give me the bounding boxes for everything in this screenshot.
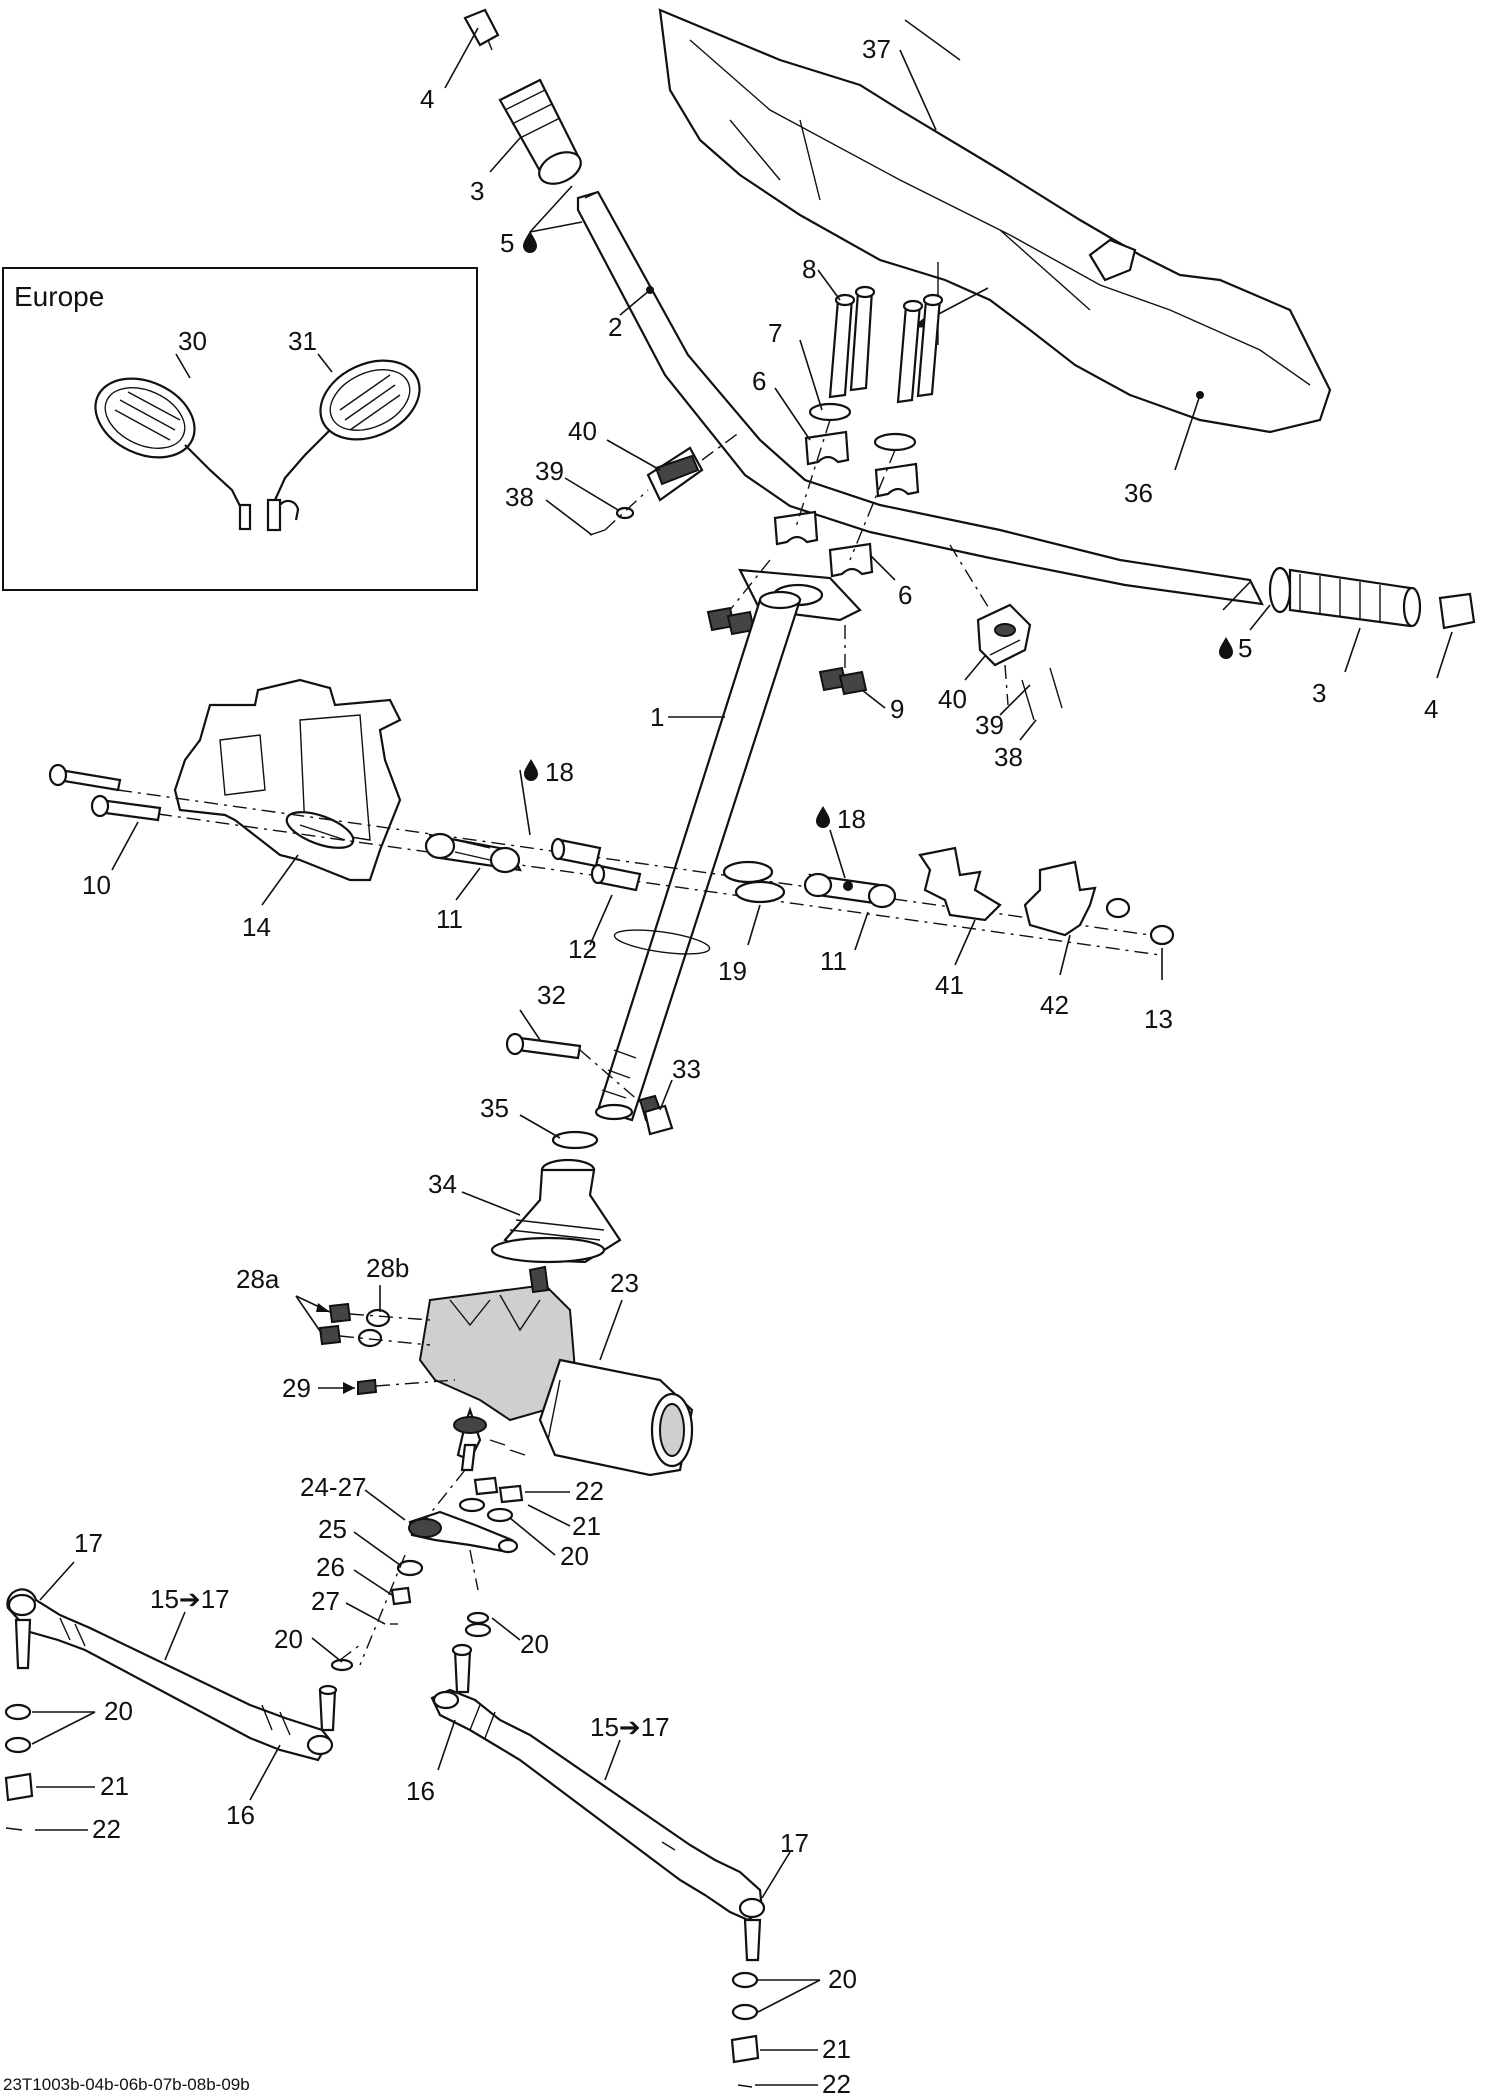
steering-gear-unit [418,1265,694,1477]
callout-22-right: 22 [822,2069,851,2096]
callout-36: 36 [1124,478,1153,508]
callout-6-lower: 6 [898,580,912,610]
callout-4-right: 4 [1424,694,1438,724]
callout-40-top: 40 [568,416,597,446]
callout-11-left: 11 [436,904,463,934]
bushing-bracket-right [803,872,897,909]
callout-5-right: 5 [1238,633,1252,663]
callout-18-right: 18 [837,804,866,834]
callout-20-right: 20 [828,1964,857,1994]
callout-5-top: 5 [500,228,514,258]
callout-39-top: 39 [535,456,564,486]
callout-11-right: 11 [820,946,847,976]
callout-18-left: 18 [545,757,574,787]
callout-33: 33 [672,1054,701,1084]
callout-6-top: 6 [752,366,766,396]
callout-19: 19 [718,956,747,986]
callout-17-left: 17 [74,1528,103,1558]
callout-31: 31 [288,326,317,356]
handlebar [576,190,1264,606]
pitman-arm [359,1439,526,1666]
callout-27: 27 [311,1586,340,1616]
callout-28a: 28a [236,1264,280,1294]
oil-drop-icon-right [1219,637,1233,659]
callout-38-lower: 38 [994,742,1023,772]
callout-21-left: 21 [100,1771,129,1801]
oil-drop-icon-18-left [524,759,538,781]
callout-30: 30 [178,326,207,356]
right-grip [1268,566,1476,630]
callout-21-right: 21 [822,2034,851,2064]
callout-1: 1 [650,702,664,732]
callout-20-left-stud: 20 [274,1624,303,1654]
switch-upper [589,431,741,536]
callout-34: 34 [428,1169,457,1199]
callout-14: 14 [242,912,271,942]
callout-15-left: 15➔17 [150,1584,230,1614]
switch-lower [949,544,1063,721]
callout-13: 13 [1144,1004,1173,1034]
callout-20-left: 20 [104,1696,133,1726]
callout-15-right: 15➔17 [590,1712,670,1742]
callout-16-right: 16 [406,1776,435,1806]
bushings-12 [550,837,642,892]
callout-2: 2 [608,312,622,342]
callout-32: 32 [537,980,566,1010]
callout-29: 29 [282,1373,311,1403]
tie-rod-left [4,1588,361,1831]
callout-22-left: 22 [92,1814,121,1844]
callout-21-center: 21 [572,1511,601,1541]
callout-3-top: 3 [470,176,484,206]
mirror-right-icon [266,359,421,532]
column-bolt [505,1032,674,1150]
inset-title: Europe [14,281,104,312]
callout-4-top: 4 [420,84,434,114]
callout-9: 9 [890,694,904,724]
handlebar-clamps [706,285,944,696]
callout-25: 25 [318,1514,347,1544]
bolts-10 [48,763,162,822]
inset-frame [2,267,478,591]
drawing-id: 23T1003b-04b-06b-07b-08b-09b [3,2075,250,2094]
tie-rod-right [430,1622,766,2088]
callout-24-27: 24-27 [300,1472,367,1502]
callout-17-right: 17 [780,1828,809,1858]
callout-42: 42 [1040,990,1069,1020]
callout-28b: 28b [366,1253,409,1283]
europe-inset: Europe 30 31 [2,267,478,591]
callout-12: 12 [568,934,597,964]
boot [490,1158,622,1264]
callout-20-right-upper: 20 [520,1629,549,1659]
callout-20-center: 20 [560,1541,589,1571]
callout-26: 26 [316,1552,345,1582]
mount-bolts-28 [318,1302,456,1396]
callout-10: 10 [82,870,111,900]
callout-38-top: 38 [505,482,534,512]
oil-drop-icon-18-right [816,806,830,828]
callout-35: 35 [480,1093,509,1123]
callout-3-right: 3 [1312,678,1326,708]
steering-column [594,590,802,1122]
callout-7: 7 [768,318,782,348]
callout-39-lower: 39 [975,710,1004,740]
callout-8: 8 [802,254,816,284]
callout-23: 23 [610,1268,639,1298]
callout-37: 37 [862,34,891,64]
brackets-41-42 [918,846,1097,937]
oil-drop-icon [523,231,537,253]
callout-16-left: 16 [226,1800,255,1830]
callout-41: 41 [935,970,964,1000]
callout-40-lower: 40 [938,684,967,714]
mirror-left-icon [94,377,252,531]
callout-22-center: 22 [575,1476,604,1506]
support-plate [173,678,402,882]
bushing-bracket-left [424,832,522,874]
left-grip [463,8,582,185]
